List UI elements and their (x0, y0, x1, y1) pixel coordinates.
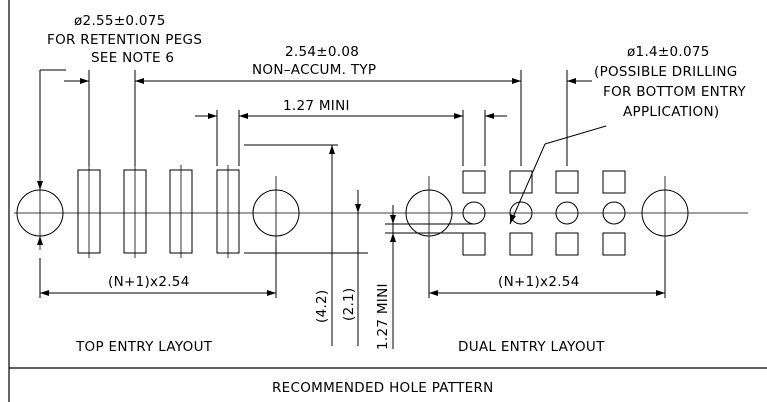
dual-entry-pad-bottom (555, 232, 579, 256)
dim-4-2-label: (4.2) (314, 289, 330, 323)
dim-1-27-mini-label: 1.27 MINI (375, 283, 391, 350)
drill-hole (555, 201, 579, 225)
span-right-label: (N+1)x2.54 (498, 274, 580, 290)
dual-entry-pad-top (555, 170, 579, 194)
drill-hole (509, 201, 533, 225)
peg-diameter-label: ø2.55±0.075 (74, 13, 166, 29)
dual-entry-pad-bottom (509, 232, 533, 256)
pitch-value-label: 2.54±0.08 (285, 44, 359, 60)
inner-left-retention-peg-hole (252, 189, 300, 237)
drill-hole (602, 201, 626, 225)
pitch-note-label: NON–ACCUM. TYP (252, 62, 376, 78)
peg-purpose-label: FOR RETENTION PEGS (47, 32, 202, 48)
span-dimension-right (429, 290, 665, 296)
dim-2-1-label: (2.1) (341, 287, 357, 321)
top-entry-layout-label: TOP ENTRY LAYOUT (75, 339, 213, 355)
mini-gap-label: 1.27 MINI (283, 98, 350, 114)
footer-title: RECOMMENDED HOLE PATTERN (272, 380, 494, 396)
dual-entry-layout-label: DUAL ENTRY LAYOUT (458, 339, 605, 355)
dual-entry-pads (462, 170, 626, 256)
dual-entry-pad-top (509, 170, 533, 194)
drill-note-line-3: APPLICATION) (623, 104, 719, 120)
dual-entry-pad-bottom (602, 232, 626, 256)
pitch-dimension (64, 78, 592, 84)
extension-lines (39, 70, 666, 298)
dual-entry-pad-top (602, 170, 626, 194)
top-entry-pads (77, 165, 240, 258)
drill-note-line-2: FOR BOTTOM ENTRY (603, 84, 746, 100)
drill-diameter-label: ø1.4±0.075 (627, 44, 710, 60)
dual-entry-pad-top (462, 170, 486, 194)
drill-note-line-1: (POSSIBLE DRILLING (594, 64, 738, 80)
right-retention-peg-hole (641, 189, 689, 237)
leader-lines (37, 69, 607, 245)
dual-entry-pad-bottom (462, 232, 486, 256)
span-dimension-left (40, 290, 276, 296)
peg-note-label: SEE NOTE 6 (91, 50, 174, 66)
span-left-label: (N+1)x2.54 (108, 274, 190, 290)
vertical-dimensions (244, 144, 475, 349)
mini-gap-dimension (195, 113, 507, 119)
inner-right-retention-peg-hole (405, 189, 453, 237)
